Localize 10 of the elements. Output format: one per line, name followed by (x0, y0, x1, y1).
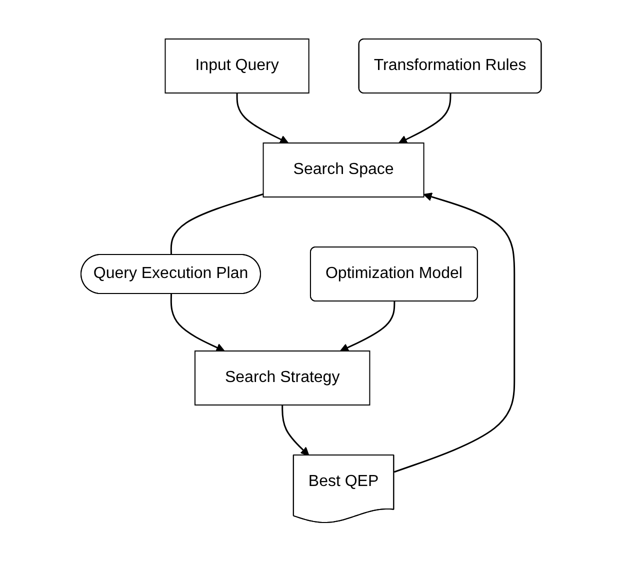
arrow (236, 92, 289, 144)
arrow (282, 404, 310, 456)
arrow (394, 192, 516, 472)
connector (170, 193, 264, 255)
arrow (170, 294, 225, 352)
node-box: Search Space (262, 142, 424, 198)
node-box: Input Query (164, 38, 310, 94)
arrow (398, 93, 452, 144)
node-box: Search Strategy (194, 350, 370, 406)
arrow (340, 301, 396, 352)
